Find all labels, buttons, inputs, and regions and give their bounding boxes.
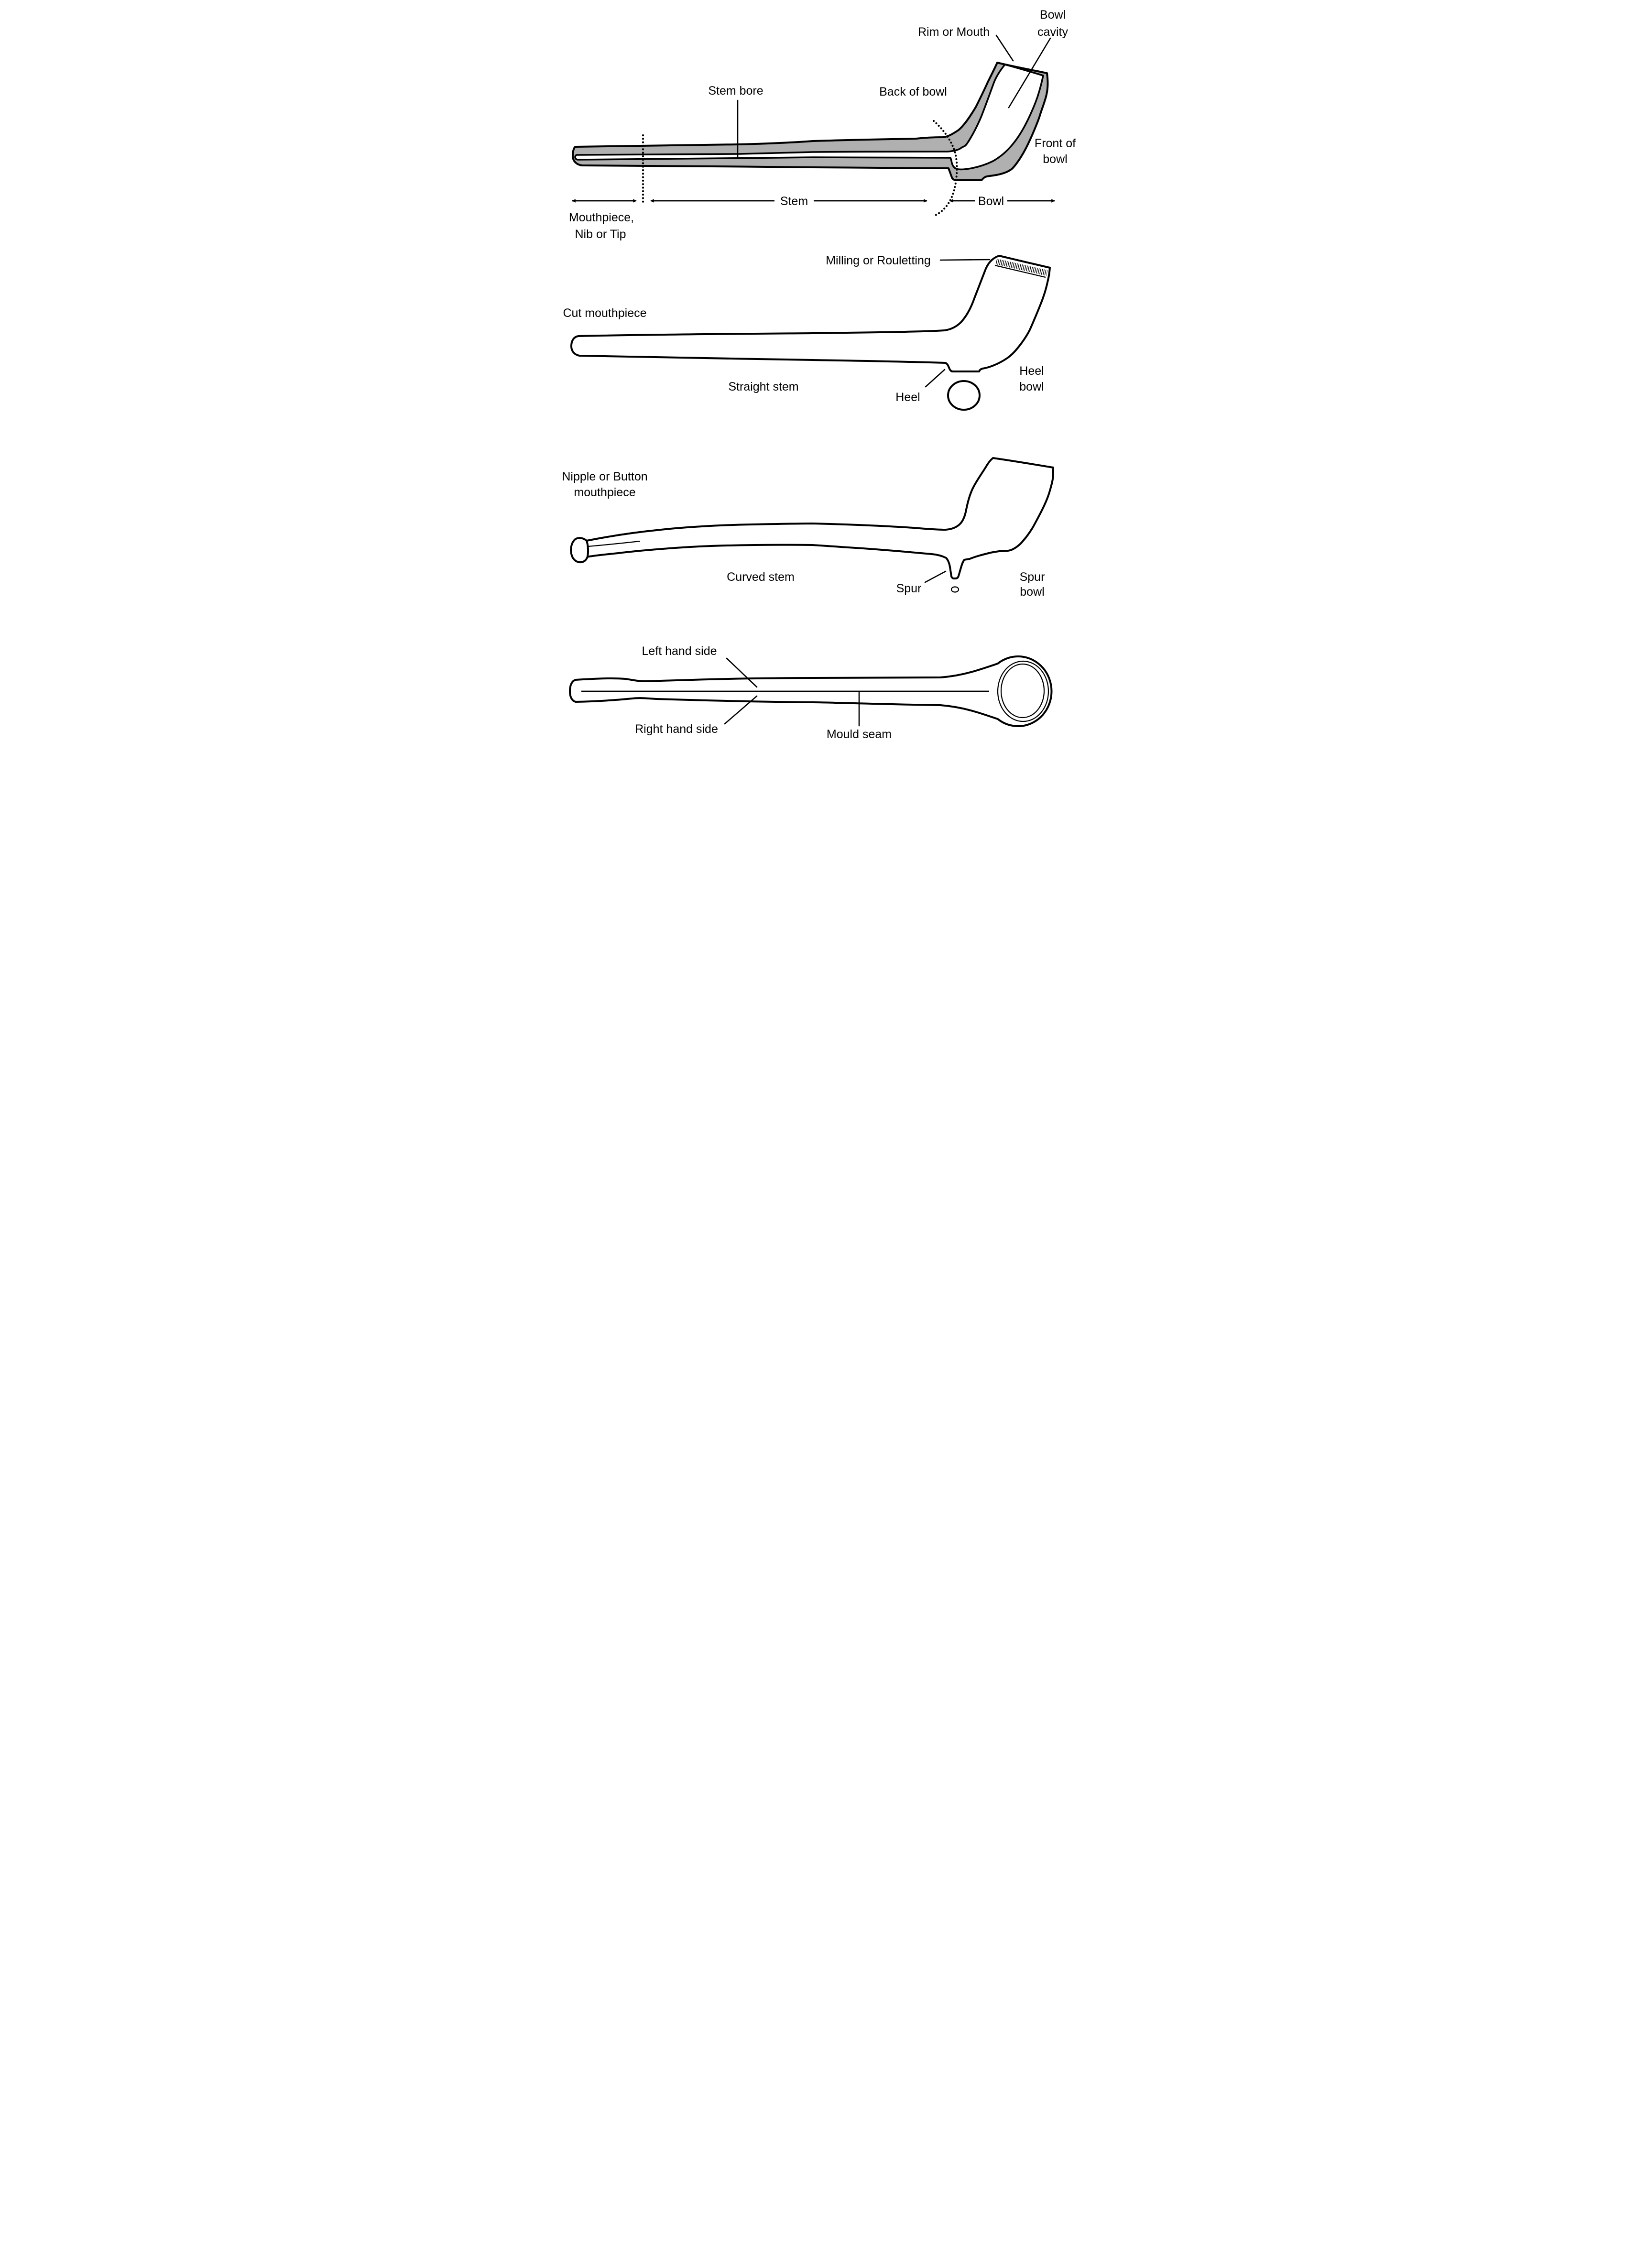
spur-bowl-label-line1: Spur [1020,570,1045,584]
left-hand-side-leader-line [726,657,758,688]
milling-band-lower-edge [994,264,1046,278]
rim-or-mouth-label: Rim or Mouth [918,25,990,39]
spur-bowl-label-line2: bowl [1020,585,1044,599]
heel-label: Heel [895,391,920,404]
straight-stem-label: Straight stem [728,380,798,393]
heel-bowl-label-line1: Heel [1019,364,1044,378]
cross-section-diagram: Rim or Mouth Bowl cavity Stem bore Back … [569,8,1076,241]
bowl-extent-label: Bowl [978,195,1004,208]
curved-stem-label: Curved stem [727,570,795,584]
heel-bowl-label-line2: bowl [1019,380,1044,393]
pipe-terminology-page: Rim or Mouth Bowl cavity Stem bore Back … [542,0,1083,756]
right-hand-side-label: Right hand side [635,722,718,736]
nipple-mouthpiece-label-line1: Nipple or Button [562,470,647,483]
left-hand-side-label: Left hand side [642,644,717,658]
cut-mouthpiece-label: Cut mouthpiece [563,306,646,320]
back-of-bowl-label: Back of bowl [879,85,947,98]
stem-extent-label: Stem [780,195,808,208]
heel-pipe-diagram: Milling or Rouletting Cut mouthpiece Str… [563,254,1051,411]
mouthpiece-label-line2: Nib or Tip [575,228,626,241]
milling-label: Milling or Rouletting [826,254,931,267]
heel-pipe-outline [570,255,1051,372]
right-hand-side-leader-line [724,695,758,725]
spur-leader-line [924,570,947,583]
spur-pipe-diagram: Nipple or Button mouthpiece Curved stem … [562,457,1054,599]
heel-underside-circle [947,380,981,411]
spur-underside-circle [950,586,960,593]
top-view-diagram: Left hand side Right hand side Mould sea… [569,644,1053,741]
spur-label: Spur [896,582,922,595]
spur-pipe-outline [586,457,1054,579]
pipe-terminology-diagram: Rim or Mouth Bowl cavity Stem bore Back … [562,8,1076,741]
nipple-mouthpiece-label-line2: mouthpiece [574,486,635,499]
front-of-bowl-label-line2: bowl [1043,153,1067,166]
mouthpiece-label-line1: Mouthpiece, [569,211,634,224]
milling-band-hatching [995,259,1048,276]
bowl-cavity-label-line2: cavity [1037,25,1068,39]
mould-seam-label: Mould seam [827,728,892,741]
bowl-divider-dotted-line [932,120,958,217]
bowl-rim-outer-ellipse [997,660,1049,722]
bowl-cavity-leader-line [1008,37,1051,109]
heel-leader-line [925,369,946,388]
bowl-cavity-label-line1: Bowl [1040,8,1066,22]
rim-or-mouth-leader-line [995,34,1014,62]
cross-section-bore-and-cavity [574,64,1044,171]
nipple-stem-junction-line [588,540,641,547]
bowl-rim-inner-ellipse [1000,663,1045,719]
stem-bore-label: Stem bore [708,84,763,98]
front-of-bowl-label-line1: Front of [1035,137,1076,150]
nipple-mouthpiece-bulb [570,537,589,564]
